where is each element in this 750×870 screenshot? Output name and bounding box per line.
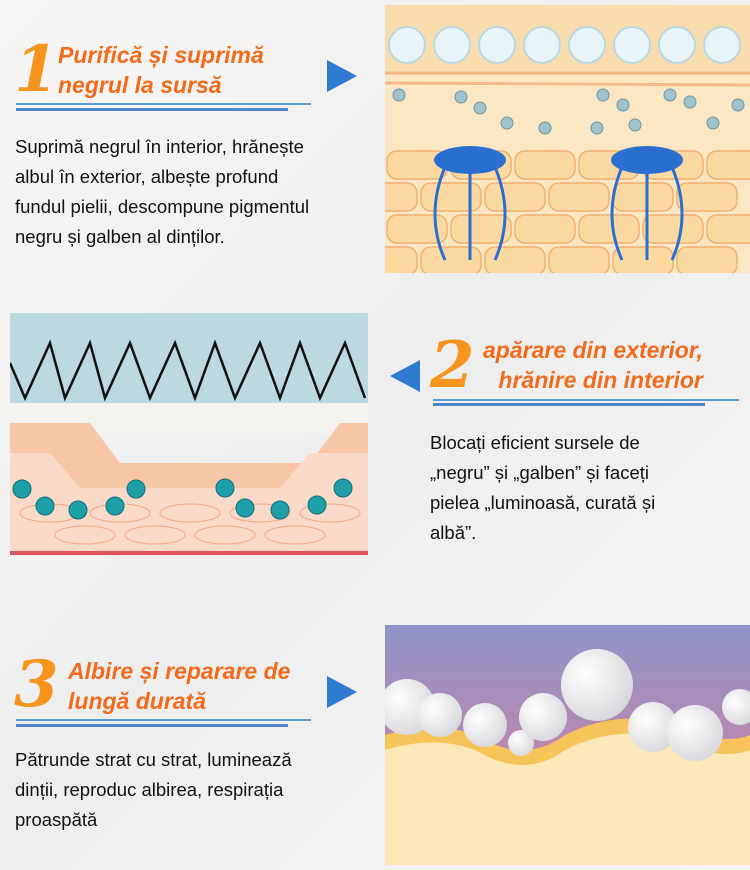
- text-line: negru și galben al dinților.: [15, 226, 225, 247]
- step-number-3: 3: [14, 647, 59, 722]
- skin-layers-illustration: [385, 5, 750, 273]
- step-1-description: Suprimă negrul în interior, hrănește alb…: [15, 132, 309, 252]
- text-line: Blocați eficient sursele de: [430, 432, 640, 453]
- text-line: Suprimă negrul în interior, hrănește: [15, 136, 304, 157]
- title-underline: [16, 724, 288, 727]
- title-underline: [16, 108, 288, 111]
- step-number-1: 1: [14, 32, 59, 107]
- title-underline: [433, 403, 705, 406]
- arrow-right-icon: [327, 676, 357, 708]
- step-2-description: Blocați eficient sursele de „negru” și „…: [430, 428, 655, 548]
- step-3-title: Albire și reparare de lungă durată: [68, 656, 290, 716]
- step-3-description: Pătrunde strat cu strat, luminează dinți…: [15, 745, 292, 835]
- text-line: fundul pielii, descompune pigmentul: [15, 196, 310, 217]
- text-line: „negru” și „galben” și faceți: [430, 462, 650, 483]
- text-line: proaspătă: [15, 809, 98, 830]
- skin-barrier-illustration: [10, 313, 368, 555]
- text-line: dinții, reproduc albirea, respirația: [15, 779, 284, 800]
- title-line: negrul la sursă: [58, 72, 222, 98]
- title-line: apărare din exterior,: [483, 337, 703, 363]
- title-line: lungă durată: [68, 688, 207, 714]
- text-line: Pătrunde strat cu strat, luminează: [15, 749, 292, 770]
- text-line: pielea „luminoasă, curată și: [430, 492, 656, 513]
- step-number-2: 2: [430, 328, 475, 403]
- text-line: albă”.: [430, 522, 477, 543]
- title-underline: [16, 719, 311, 721]
- title-line: hrănire din interior: [498, 367, 703, 393]
- title-underline: [16, 103, 311, 105]
- arrow-right-icon: [327, 60, 357, 92]
- title-line: Purifică și suprimă: [58, 42, 264, 68]
- title-underline: [433, 399, 739, 401]
- text-line: albul în exterior, albește profund: [15, 166, 279, 187]
- step-1-title: Purifică și suprimă negrul la sursă: [58, 40, 264, 100]
- arrow-left-icon: [390, 360, 420, 392]
- whitening-illustration: [385, 625, 750, 865]
- step-2-title: apărare din exterior, hrănire din interi…: [483, 335, 703, 395]
- title-line: Albire și reparare de: [68, 658, 291, 684]
